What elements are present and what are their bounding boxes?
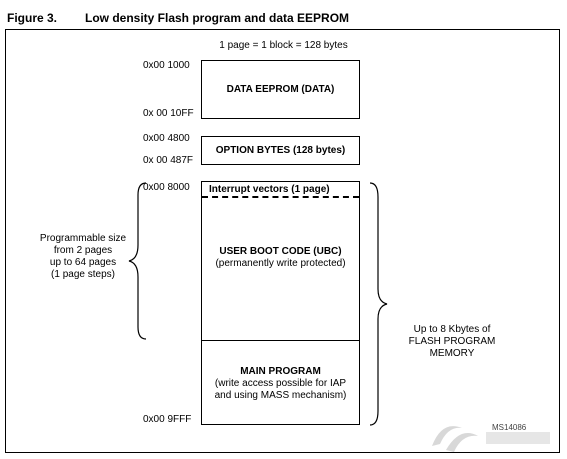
data-eeprom-label: DATA EEPROM (DATA) bbox=[226, 84, 335, 95]
figure-number: Figure 3. bbox=[7, 11, 58, 25]
ubc-title: USER BOOT CODE (UBC) bbox=[219, 246, 342, 257]
figure-title: Figure 3. Low density Flash program and d… bbox=[7, 11, 349, 25]
main-program-subtitle-1: (write access possible for IAP bbox=[214, 378, 347, 389]
flash-start-address: 0x00 8000 bbox=[143, 182, 190, 193]
left-note-line-4: (1 page steps) bbox=[51, 269, 115, 280]
right-note-line-3: MEMORY bbox=[429, 348, 475, 359]
right-note-line-1: Up to 8 Kbytes of bbox=[413, 324, 491, 335]
main-program-title: MAIN PROGRAM bbox=[240, 366, 321, 377]
eeprom-start-address: 0x00 1000 bbox=[143, 60, 190, 71]
ubc-subtitle: (permanently write protected) bbox=[215, 258, 346, 269]
option-bytes-label: OPTION BYTES (128 bytes) bbox=[215, 145, 346, 156]
left-brace-icon bbox=[128, 182, 147, 340]
flash-size-note: Up to 8 Kbytes of FLASH PROGRAM MEMORY bbox=[392, 324, 512, 360]
left-note-line-2: from 2 pages bbox=[53, 245, 113, 256]
option-bytes-end-address: 0x 00 487F bbox=[143, 155, 194, 166]
left-note-line-1: Programmable size bbox=[39, 233, 127, 244]
figure-id-label: MS14086 bbox=[492, 423, 527, 432]
figure-frame bbox=[5, 29, 560, 453]
page-size-note: 1 page = 1 block = 128 bytes bbox=[219, 40, 348, 51]
interrupt-vectors-label: Interrupt vectors (1 page) bbox=[209, 184, 330, 195]
data-eeprom-block: DATA EEPROM (DATA) bbox=[201, 60, 360, 119]
right-note-line-2: FLASH PROGRAM bbox=[408, 336, 496, 347]
ubc-section: USER BOOT CODE (UBC) (permanently write … bbox=[202, 246, 359, 270]
option-bytes-block: OPTION BYTES (128 bytes) bbox=[201, 136, 360, 165]
watermark-logo-icon bbox=[432, 426, 550, 452]
flash-end-address: 0x00 9FFF bbox=[143, 414, 192, 425]
main-program-section: MAIN PROGRAM (write access possible for … bbox=[202, 366, 359, 402]
ubc-main-divider bbox=[201, 340, 360, 341]
main-program-subtitle-2: and using MASS mechanism) bbox=[214, 390, 347, 401]
right-brace-icon bbox=[369, 182, 388, 426]
interrupt-vectors-divider bbox=[202, 196, 359, 198]
flash-program-block bbox=[201, 181, 360, 425]
left-note-line-3: up to 64 pages bbox=[49, 257, 117, 268]
programmable-size-note: Programmable size from 2 pages up to 64 … bbox=[30, 233, 136, 281]
option-bytes-start-address: 0x00 4800 bbox=[143, 133, 190, 144]
figure-caption: Low density Flash program and data EEPRO… bbox=[85, 11, 350, 25]
eeprom-end-address: 0x 00 10FF bbox=[143, 108, 194, 119]
